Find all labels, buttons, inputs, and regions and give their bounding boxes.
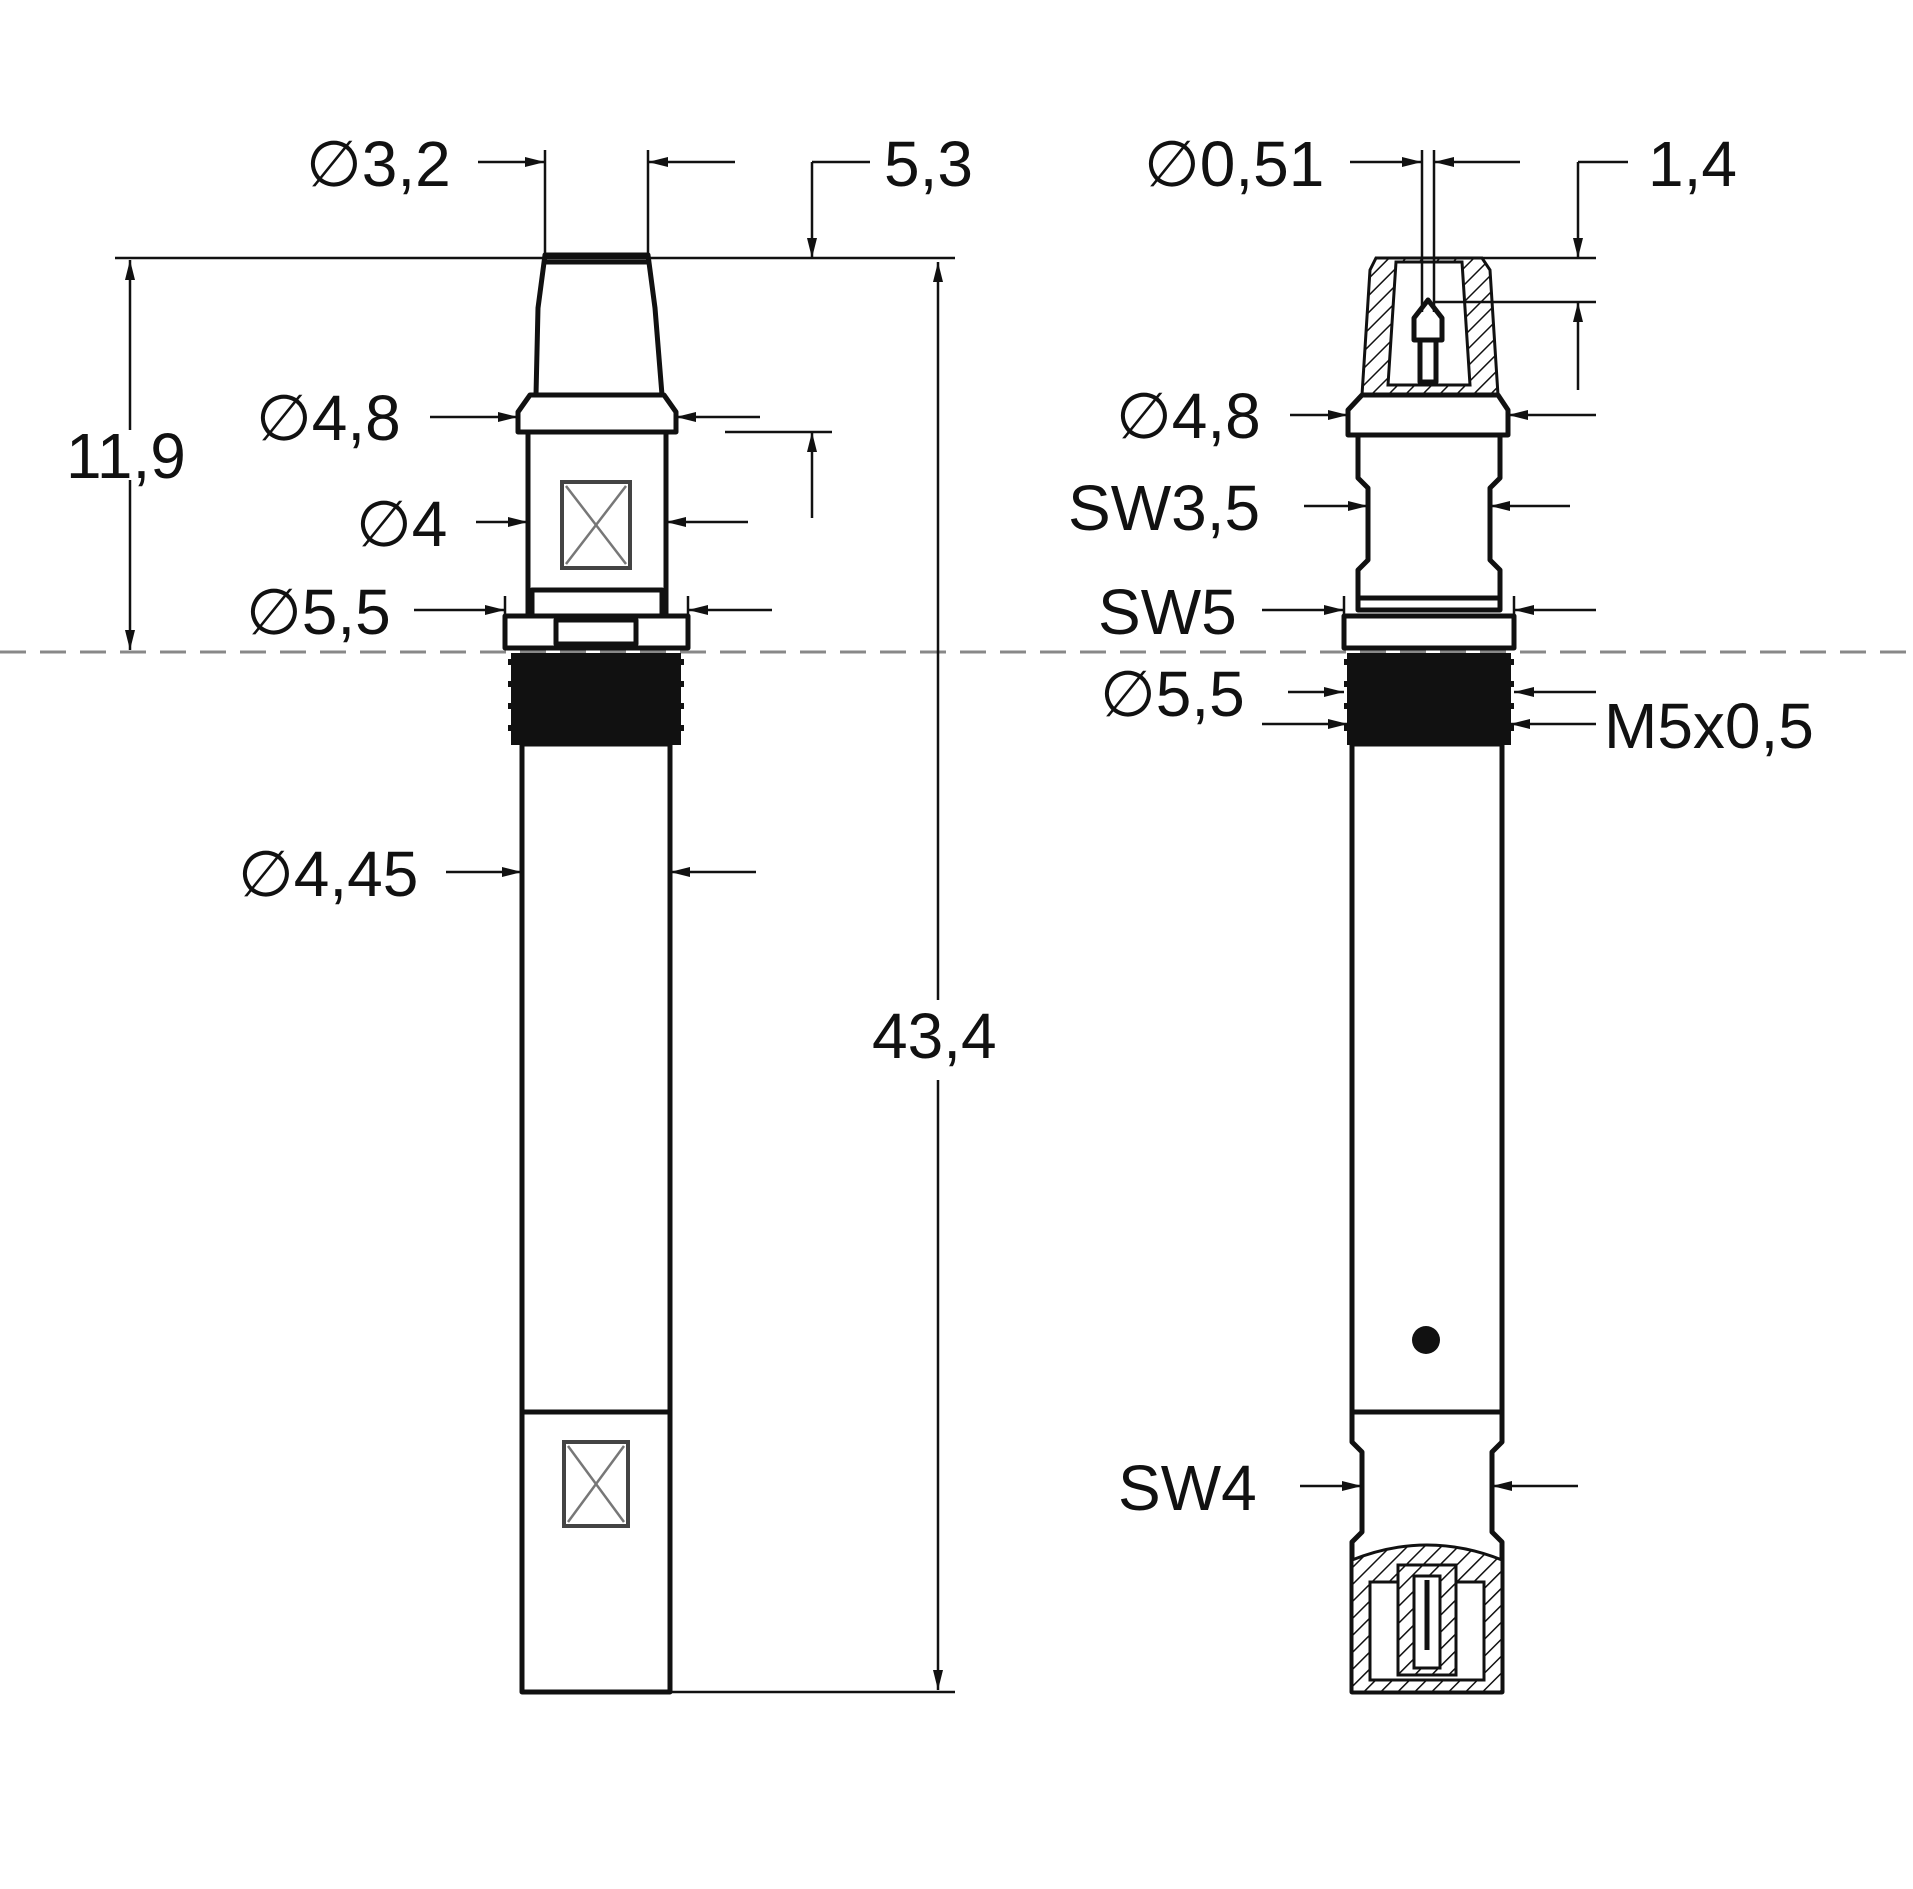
dim-right-collar-diameter: ∅4,8 [1116,380,1261,452]
dim-wrench-flat-upper: SW3,5 [1068,472,1260,544]
dim-wrench-flat-lower: SW4 [1118,1452,1257,1524]
dim-upper-length: 11,9 [66,420,186,492]
dim-wrench-flat-flange: SW5 [1098,576,1237,648]
left-lower-section [519,1409,673,1695]
dim-overall-length: 43,4 [872,1000,997,1072]
right-lower-cap-section [1350,1543,1504,1694]
right-shaft [1349,741,1505,1415]
dim-collar-diameter: ∅4,8 [256,382,401,454]
dim-body-diameter: ∅4 [356,488,447,560]
right-flange [1341,613,1517,651]
left-wrench-window-lower [562,1440,630,1528]
dim-thread-spec: M5x0,5 [1604,690,1814,762]
right-bore-hole [1412,1326,1440,1354]
dim-tip-length: 5,3 [884,128,973,200]
dim-pin-offset: 1,4 [1648,128,1737,200]
left-wrench-window-upper [560,480,632,570]
dim-tip-diameter: ∅3,2 [306,128,451,200]
dim-shaft-diameter: ∅4,45 [238,838,418,910]
right-collar [1345,392,1511,438]
right-hex-body [1355,432,1503,613]
dim-thread-diameter: ∅5,5 [1100,658,1245,730]
left-collar [515,392,679,435]
left-tip [533,252,665,398]
left-view: ∅3,2 5,3 11,9 ∅4,8 ∅4 ∅5,5 ∅4,45 [66,128,997,1695]
right-view: ∅0,51 1,4 ∅4,8 SW3,5 SW5 ∅5,5 M5x0,5 SW4 [1068,128,1814,1695]
right-pin [1411,150,1445,385]
left-thread [508,653,684,745]
left-shaft [519,741,673,1415]
dim-pin-diameter: ∅0,51 [1144,128,1324,200]
dim-flange-diameter: ∅5,5 [246,576,391,648]
left-flange [502,613,691,651]
right-thread [1344,653,1514,745]
